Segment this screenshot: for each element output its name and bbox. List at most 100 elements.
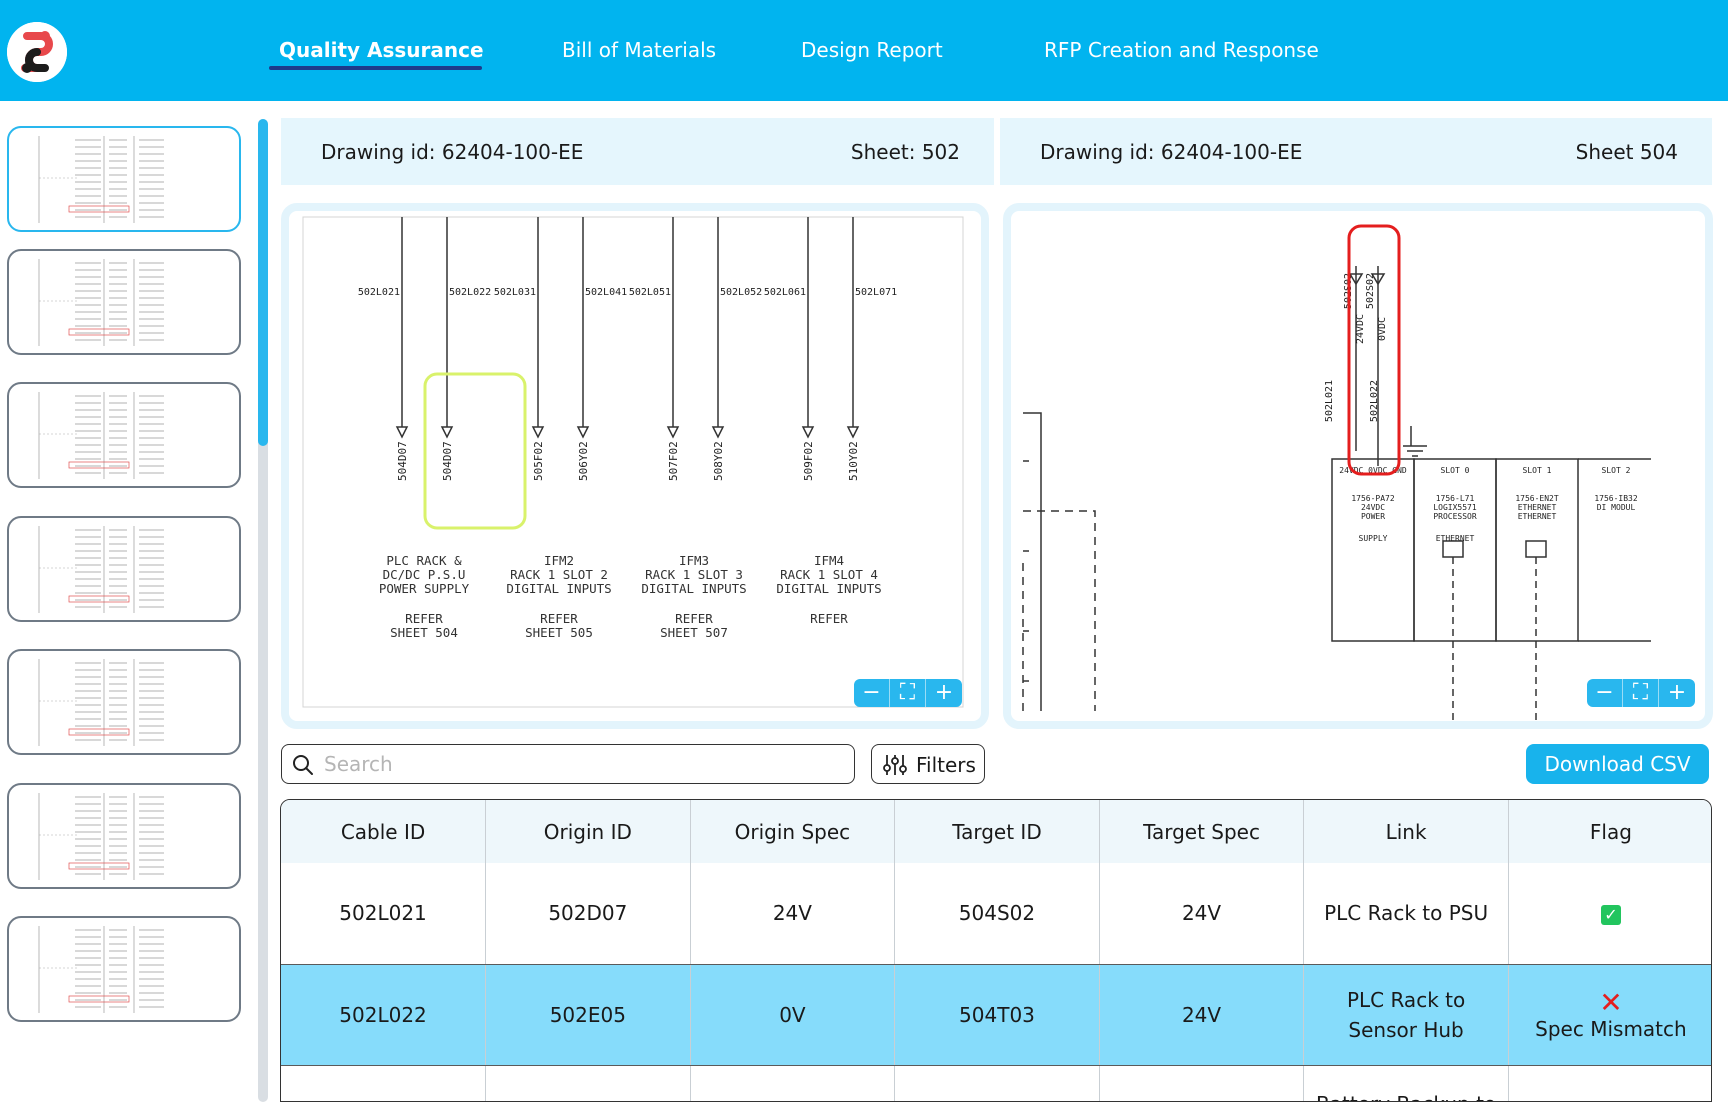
slot-label: SLOT 2 — [1602, 466, 1631, 475]
wire-arrow — [440, 426, 454, 439]
logo-icon — [7, 22, 67, 82]
filters-button[interactable]: Filters — [871, 744, 985, 784]
slot-label: SLOT 0 — [1441, 466, 1470, 475]
right-drawing-header: Drawing id: 62404-100-EE Sheet 504 — [1000, 118, 1712, 185]
thumbnail-drawing — [38, 526, 164, 613]
wire-arrow — [846, 426, 860, 439]
thumbnail-drawing — [38, 259, 164, 346]
block-label: POWER SUPPLY — [379, 581, 470, 596]
right-drawing-id: Drawing id: 62404-100-EE — [1040, 140, 1303, 164]
slot-label: 24VDC 0VDC GND — [1339, 466, 1407, 475]
download-csv-button[interactable]: Download CSV — [1526, 744, 1709, 784]
column-header-flag[interactable]: Flag — [1508, 800, 1711, 863]
left-drawing-id: Drawing id: 62404-100-EE — [321, 140, 584, 164]
slot-label: ETHERNET — [1518, 503, 1557, 512]
wire-tag-bottom: 508Y02 — [712, 441, 725, 481]
block-label: SHEET 504 — [390, 625, 458, 640]
sheet-thumbnail[interactable] — [7, 649, 241, 755]
tab-rfp-creation[interactable]: RFP Creation and Response — [1044, 38, 1319, 62]
table-header-row: Cable ID Origin ID Origin Spec Target ID… — [281, 800, 1711, 863]
column-header-target-id[interactable]: Target ID — [894, 800, 1100, 863]
wire-tag-top: 502L021 — [358, 287, 400, 298]
column-header-link[interactable]: Link — [1303, 800, 1509, 863]
search-input[interactable] — [324, 749, 844, 779]
block-label: IFM3 — [679, 553, 709, 568]
flag-cell: ✓ — [1508, 863, 1711, 965]
wire-tag-top: 502L061 — [764, 287, 806, 298]
target-spec-cell: 24V — [1099, 964, 1305, 1066]
block-label: RACK 1 SLOT 3 — [645, 567, 743, 582]
origin-spec-cell: 24V — [690, 863, 896, 965]
thumbnail-drawing — [38, 136, 164, 223]
sheet-thumbnail[interactable] — [7, 249, 241, 355]
origin-id-cell — [485, 1065, 691, 1101]
block-label: REFER — [675, 611, 713, 626]
wire-tag-top: 502L071 — [855, 287, 897, 298]
column-header-cable-id[interactable]: Cable ID — [281, 800, 487, 863]
wire-tag-top: 502L052 — [720, 287, 762, 298]
fit-view-button[interactable]: ⛶ — [890, 679, 926, 707]
wire-tag-top: 502L022 — [449, 287, 491, 298]
wire-arrow — [531, 426, 545, 439]
zoom-out-button[interactable]: − — [854, 679, 890, 707]
target-id-cell: 504T03 — [894, 964, 1100, 1066]
zoom-in-button[interactable]: + — [1667, 680, 1687, 705]
slot-label: 1756-EN2T — [1515, 494, 1559, 503]
thumbnail-drawing — [38, 793, 164, 880]
wire-tag-bottom: 507F02 — [667, 441, 680, 481]
column-header-origin-id[interactable]: Origin ID — [485, 800, 691, 863]
flag-cell: ✕ Spec Mismatch — [1508, 964, 1711, 1066]
thumbnail-drawing — [38, 659, 164, 746]
check-icon: ✓ — [1600, 905, 1621, 926]
wire-tag-bottom: 505F02 — [532, 441, 545, 481]
sheet-thumbnail[interactable] — [7, 382, 241, 488]
block-label: REFER — [540, 611, 578, 626]
search-icon — [293, 755, 313, 775]
top-navigation-bar: Quality Assurance Bill of Materials Desi… — [0, 0, 1728, 101]
filters-label: Filters — [916, 753, 976, 777]
thumbnail-scrollbar-handle[interactable] — [258, 119, 268, 446]
left-sheet-number: Sheet: 502 — [850, 140, 960, 164]
sheet-thumbnail[interactable] — [7, 783, 241, 889]
app-logo[interactable] — [7, 22, 67, 82]
cross-icon: ✕ — [1599, 985, 1623, 1019]
table-row[interactable]: 502L022 502E05 0V 504T03 24V PLC Rack to… — [281, 964, 1711, 1066]
slot-label: 24VDC — [1361, 503, 1385, 512]
wire-arrow — [576, 426, 590, 439]
wire-label: 502L022 — [1369, 380, 1380, 422]
sheet-thumbnail[interactable] — [7, 126, 241, 232]
tab-bill-of-materials[interactable]: Bill of Materials — [562, 38, 717, 62]
cable-table: Cable ID Origin ID Origin Spec Target ID… — [280, 799, 1712, 1102]
target-id-cell: 504S02 — [894, 863, 1100, 965]
zoom-in-button[interactable]: + — [934, 680, 954, 705]
block-label: DIGITAL INPUTS — [641, 581, 746, 596]
sheet-thumbnail[interactable] — [7, 516, 241, 622]
fit-view-button[interactable]: ⛶ — [1623, 679, 1659, 707]
wire-label: 502L021 — [1324, 380, 1335, 422]
link-cell: PLC Rack to PSU — [1303, 863, 1509, 965]
sheet-thumbnail[interactable] — [7, 916, 241, 1022]
thumbnail-scrollbar-track[interactable] — [258, 119, 268, 1102]
wire-label: 24VDC — [1355, 314, 1366, 344]
column-header-origin-spec[interactable]: Origin Spec — [690, 800, 896, 863]
wire-tag-bottom: 504D07 — [441, 441, 454, 481]
table-row[interactable]: Battery Backup to — [281, 1065, 1711, 1101]
slot-label: POWER — [1361, 512, 1385, 521]
slot-label: 1756-L71 — [1436, 494, 1475, 503]
wire-label: 0VDC — [1377, 317, 1388, 341]
block-label: IFM4 — [814, 553, 844, 568]
flag-text: Spec Mismatch — [1535, 1016, 1687, 1041]
target-id-cell — [894, 1065, 1100, 1101]
active-tab-underline — [269, 66, 482, 70]
zoom-out-button[interactable]: − — [1587, 679, 1623, 707]
tab-design-report[interactable]: Design Report — [801, 38, 943, 62]
tab-quality-assurance[interactable]: Quality Assurance — [279, 38, 484, 62]
table-row[interactable]: 502L021 502D07 24V 504S02 24V PLC Rack t… — [281, 863, 1711, 965]
thumbnail-drawing — [38, 392, 164, 479]
slot-label: 1756-PA72 — [1351, 494, 1395, 503]
column-header-target-spec[interactable]: Target Spec — [1099, 800, 1305, 863]
